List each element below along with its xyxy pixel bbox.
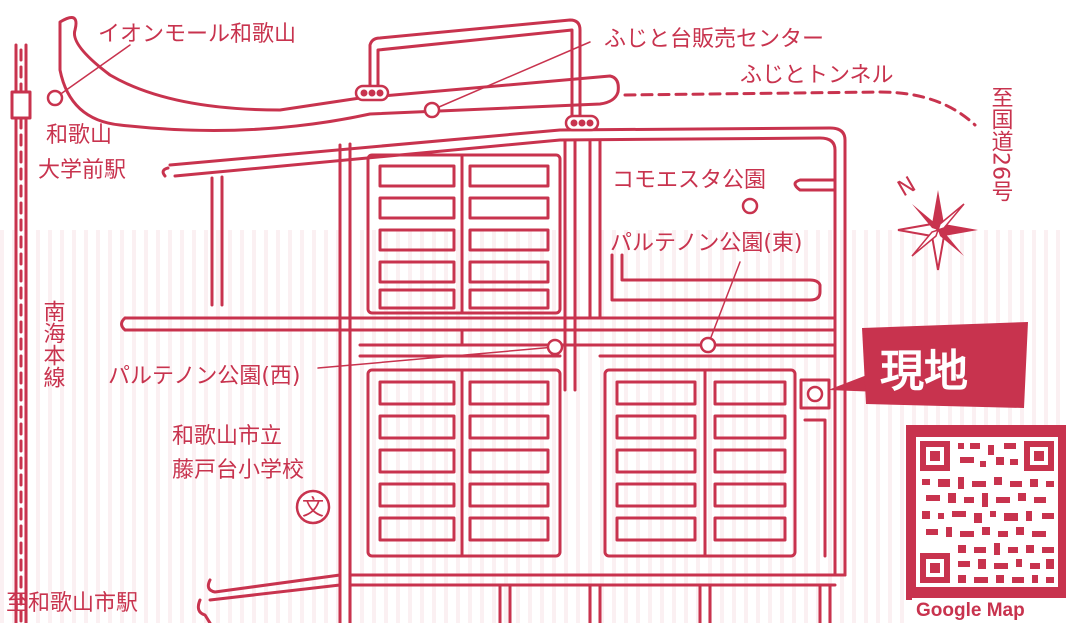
traffic-light-icon [564,114,600,132]
poi-marker-icon [546,338,564,356]
google-map-label: Google Map [912,598,1066,623]
leader-fujito-center [431,41,591,111]
label-nankai-line: 南海本線 [40,300,66,388]
label-fujito-center: ふじと台販売センター [604,27,824,52]
leader-parthenon-east [707,261,741,346]
block-grid-southeast [603,368,797,558]
qr-code-icon [906,425,1066,600]
route-to-tunnel [623,90,977,127]
leader-aeon [54,44,131,99]
poi-marker-icon [423,101,441,119]
leader-parthenon-west [317,346,556,369]
road-secondary [168,126,847,577]
main-road-curve [58,16,620,132]
label-route26: 至国道26号 [988,86,1014,202]
current-location-label: 現地 [880,346,968,397]
school-symbol: 文 [302,496,324,521]
road-fujito-loop [368,18,582,122]
label-parthenon-east: パルテノン公園(東) [610,231,803,256]
current-location-badge [862,322,1028,408]
road-mid-horizontal [120,316,837,332]
background-top [0,0,1066,230]
label-fujito-tunnel: ふじとトンネル [740,63,894,88]
label-school-line1: 和歌山市立 [172,424,282,449]
label-parthenon-west: パルテノン公園(西) [108,364,301,389]
label-station-line2: 大学前駅 [38,158,126,183]
poi-marker-icon [699,336,717,354]
road-park-east [610,253,822,302]
compass-rose-icon [897,190,978,271]
school-symbol-icon: 文 [295,489,331,525]
block-grid-southwest [366,368,562,558]
poi-marker-icon [46,89,64,107]
current-location-lot [799,378,831,410]
traffic-light-icon [354,84,390,102]
poi-marker-icon [741,197,759,215]
label-aeon-mall: イオンモール和歌山 [98,22,296,47]
block-grid-north [366,153,562,315]
label-school-line2: 藤戸台小学校 [172,458,304,483]
label-station-line1: 和歌山 [46,123,112,148]
poi-marker-icon [806,385,824,403]
railway-nankai-line [10,43,32,623]
road-left-vertical [210,175,224,307]
label-to-wakayamashi: 至和歌山市駅 [6,591,138,616]
label-comoesta-park: コモエスタ公園 [612,168,766,193]
